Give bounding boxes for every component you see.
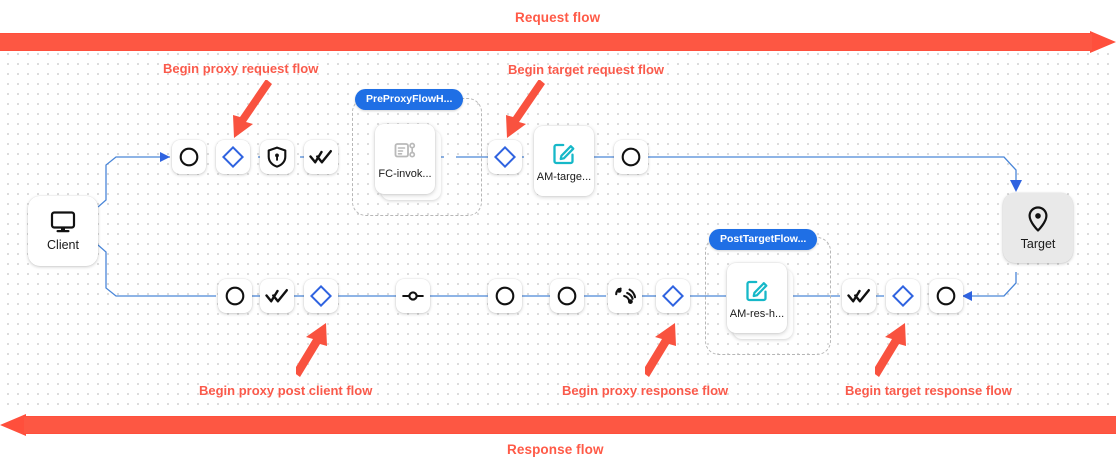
node-req-n2[interactable] <box>216 140 250 174</box>
diamond-icon <box>310 285 332 307</box>
annotation-arrow-down-left-icon <box>233 80 272 138</box>
annotation-arrow-up-right-icon <box>296 323 327 377</box>
arrowhead-to-request-row <box>160 152 170 162</box>
assign-message-icon <box>553 143 575 164</box>
node-res-n11[interactable] <box>929 279 963 313</box>
node-res-n9[interactable] <box>842 279 876 313</box>
arrowhead-to-target <box>1010 180 1022 192</box>
policy-label: FC-invok... <box>378 167 432 180</box>
response-flow-banner <box>0 414 1116 436</box>
node-req-n4[interactable] <box>304 140 338 174</box>
dot-connector-icon <box>402 291 424 301</box>
node-res-n6[interactable] <box>550 279 584 313</box>
node-res-n5[interactable] <box>488 279 522 313</box>
node-req-n5[interactable] <box>488 140 522 174</box>
annotation-begin-target-response-flow: Begin target response flow <box>845 383 1012 398</box>
monitor-icon <box>50 210 76 232</box>
location-pin-icon <box>1028 205 1048 232</box>
diamond-icon <box>494 146 516 168</box>
request-flow-banner <box>0 31 1116 53</box>
response-flow-arrow-icon <box>0 414 1116 436</box>
node-res-n7[interactable] <box>608 279 642 313</box>
circle-icon <box>936 286 956 306</box>
assign-message-icon <box>746 280 768 301</box>
diamond-icon <box>892 285 914 307</box>
policy-card-front[interactable]: FC-invok... <box>375 124 435 194</box>
request-flow-label: Request flow <box>515 10 601 25</box>
circle-icon <box>557 286 577 306</box>
group-badge-posttargetflowhook[interactable]: PostTargetFlow... <box>709 229 818 250</box>
node-req-n3[interactable] <box>260 140 294 174</box>
double-check-icon <box>847 289 870 303</box>
policy-am-target[interactable]: AM-targe... <box>534 126 600 202</box>
arrowhead-to-response-row <box>962 291 972 301</box>
flow-callout-icon <box>394 142 416 158</box>
dotted-grid-background <box>0 46 1116 411</box>
client-node[interactable]: Client <box>28 196 98 266</box>
node-res-n2[interactable] <box>260 279 294 313</box>
circle-icon <box>621 147 641 167</box>
annotation-begin-proxy-request-flow: Begin proxy request flow <box>163 61 319 76</box>
policy-card-front[interactable]: AM-targe... <box>534 126 594 196</box>
node-req-n6[interactable] <box>614 140 648 174</box>
group-badge-preproxyflowhook[interactable]: PreProxyFlowH... <box>355 89 464 110</box>
request-flow-arrow-icon <box>0 31 1116 53</box>
response-flow-label: Response flow <box>507 442 604 457</box>
target-node[interactable]: Target <box>1003 193 1073 263</box>
annotation-begin-target-request-flow: Begin target request flow <box>508 62 665 77</box>
double-check-icon <box>309 150 332 164</box>
node-req-n1[interactable] <box>172 140 206 174</box>
double-check-icon <box>265 289 288 303</box>
shield-lock-icon <box>267 146 287 168</box>
policy-label: AM-targe... <box>536 170 592 183</box>
node-res-n1[interactable] <box>218 279 252 313</box>
policy-label: AM-res-h... <box>729 307 785 320</box>
node-res-n10[interactable] <box>886 279 920 313</box>
circle-icon <box>225 286 245 306</box>
analytics-signal-icon <box>615 287 637 304</box>
annotation-begin-proxy-response-flow: Begin proxy response flow <box>562 383 729 398</box>
policy-am-res-h[interactable]: AM-res-h... <box>727 263 793 339</box>
circle-icon <box>495 286 515 306</box>
node-res-n3[interactable] <box>304 279 338 313</box>
annotation-arrow-up-right-icon <box>645 323 676 377</box>
circle-icon <box>179 147 199 167</box>
diamond-icon <box>222 146 244 168</box>
policy-card-front[interactable]: AM-res-h... <box>727 263 787 333</box>
annotation-begin-proxy-post-client-flow: Begin proxy post client flow <box>199 383 373 398</box>
policy-fc-invoke[interactable]: FC-invok... <box>375 124 441 200</box>
target-node-label: Target <box>1020 236 1056 251</box>
client-node-label: Client <box>47 237 79 252</box>
node-res-n4[interactable] <box>396 279 430 313</box>
diamond-icon <box>662 285 684 307</box>
annotation-arrow-down-left-icon <box>506 80 545 138</box>
annotation-arrow-up-right-icon <box>875 323 906 377</box>
node-res-n8[interactable] <box>656 279 690 313</box>
